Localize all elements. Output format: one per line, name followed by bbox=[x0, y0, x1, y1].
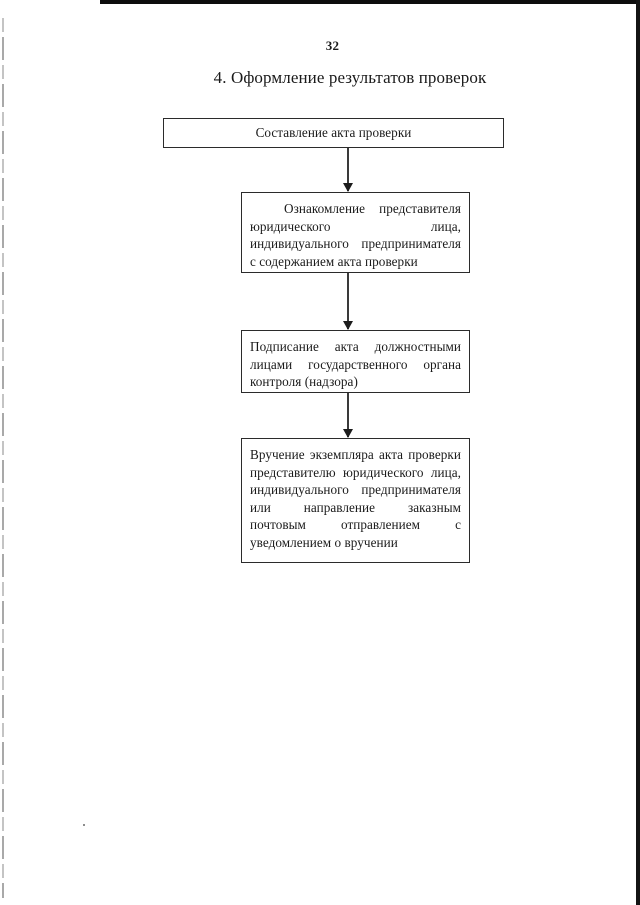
flow-connector-arrow-down bbox=[343, 273, 353, 330]
flow-node-label: Подписание акта должностными лицами госу… bbox=[250, 339, 461, 390]
flow-node-deliver-report-copy: Вручение экземпляра акта проверки предст… bbox=[241, 438, 470, 563]
arrow-head-icon bbox=[343, 183, 353, 192]
flow-node-label: Ознакомление представителя юридического … bbox=[250, 201, 461, 269]
scan-edge-left-rule bbox=[2, 18, 4, 898]
flow-connector-arrow-down bbox=[343, 393, 353, 438]
arrow-shaft bbox=[347, 148, 349, 191]
flow-node-label: Составление акта проверки bbox=[255, 125, 412, 140]
flow-node-compose-report: Составление акта проверки bbox=[163, 118, 504, 148]
flow-node-familiarize-representative: Ознакомление представителя юридического … bbox=[241, 192, 470, 273]
scan-edge-top bbox=[100, 0, 640, 4]
arrow-head-icon bbox=[343, 429, 353, 438]
arrow-shaft bbox=[347, 273, 349, 329]
arrow-shaft bbox=[347, 393, 349, 437]
scan-edge-right bbox=[636, 0, 640, 905]
page-number: 32 bbox=[325, 38, 340, 53]
arrow-head-icon bbox=[343, 321, 353, 330]
page-title: 4. Оформление результатов проверок bbox=[213, 68, 487, 87]
flow-connector-arrow-down bbox=[343, 148, 353, 192]
flow-node-label: Вручение экземпляра акта проверки предст… bbox=[250, 447, 461, 550]
flow-node-sign-report: Подписание акта должностными лицами госу… bbox=[241, 330, 470, 393]
scan-speck bbox=[83, 824, 85, 826]
